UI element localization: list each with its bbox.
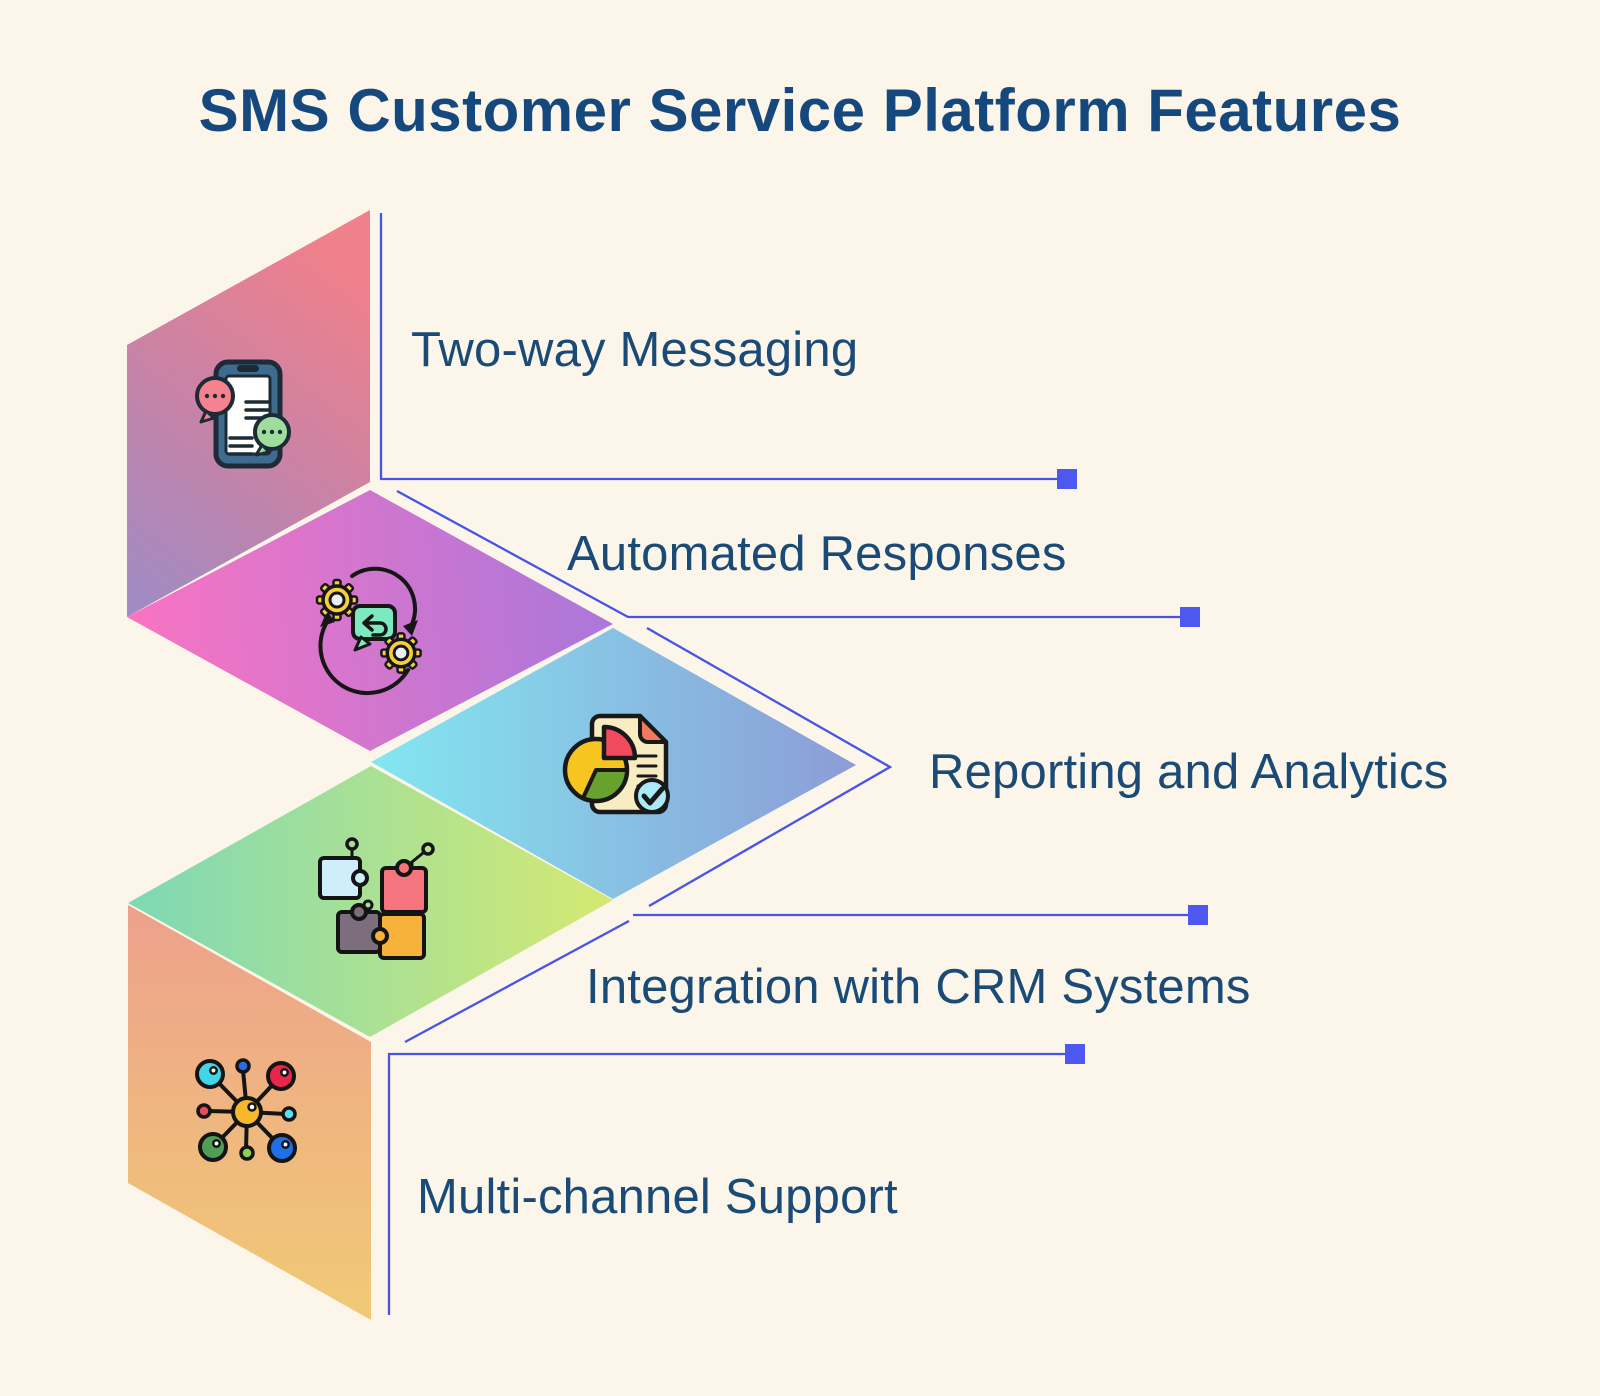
endpoint-square-2: [1180, 607, 1200, 627]
connector-line-1: [379, 213, 1057, 481]
network-hub-icon: [195, 1058, 297, 1163]
connector-line-2: [396, 489, 1180, 619]
page-title: SMS Customer Service Platform Features: [198, 77, 1402, 144]
connector-diagonal-4: [404, 919, 630, 1044]
endpoint-square-4: [1188, 905, 1208, 925]
automation-gears-icon: [315, 566, 423, 696]
phone-chat-icon: [195, 359, 291, 469]
feature-label-automated-responses: Automated Responses: [567, 527, 1067, 581]
connector-chevron-3: [646, 627, 893, 907]
feature-label-multi-channel-support: Multi-channel Support: [417, 1170, 898, 1224]
endpoint-square-5: [1065, 1044, 1085, 1064]
feature-label-crm-integration: Integration with CRM Systems: [586, 960, 1251, 1014]
endpoint-square-1: [1057, 469, 1077, 489]
feature-label-two-way-messaging: Two-way Messaging: [411, 323, 859, 377]
feature-label-reporting-analytics: Reporting and Analytics: [929, 745, 1449, 799]
connector-line-5: [387, 1052, 1065, 1315]
puzzle-integration-icon: [318, 837, 435, 960]
report-analytics-icon: [562, 713, 670, 815]
